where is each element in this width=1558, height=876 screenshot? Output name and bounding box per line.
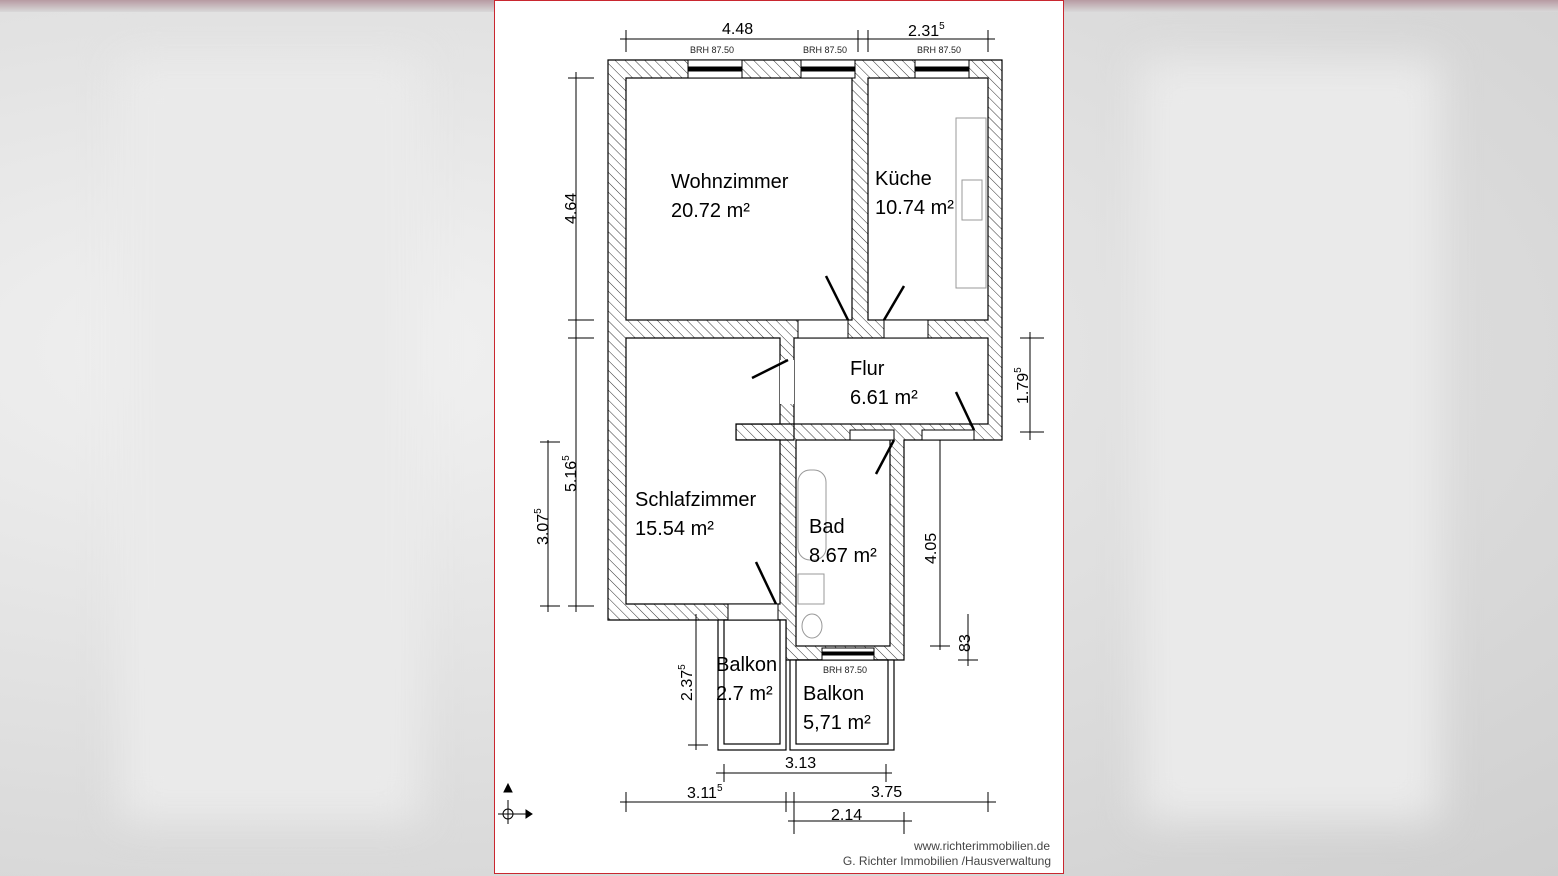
- room-name-balkon-2: Balkon: [803, 683, 864, 705]
- credit-company: G. Richter Immobilien /Hausverwaltung: [843, 854, 1051, 868]
- dimension-bottom-inner: 2.14: [831, 807, 862, 824]
- doors: [751, 275, 976, 605]
- dimension-balcony-width: 3.13: [785, 755, 816, 772]
- room-area-bad: 8.67 m²: [809, 545, 877, 567]
- dimension-left-inner: 3.075: [533, 508, 552, 545]
- dimension-bottom-left: 3.115: [687, 783, 723, 802]
- dimension-bottom-right: 3.75: [871, 784, 902, 801]
- window-label: BRH 87.50: [823, 665, 867, 675]
- window-label: BRH 87.50: [917, 45, 961, 55]
- room-name-schlafzimmer: Schlafzimmer: [635, 489, 756, 511]
- dimension-balcony-left: 2.375: [677, 664, 696, 701]
- dimension-left-lower: 5.165: [561, 455, 580, 492]
- dimension-right-bad: 4.05: [923, 533, 940, 564]
- room-name-flur: Flur: [850, 358, 885, 380]
- room-area-kueche: 10.74 m²: [875, 197, 954, 219]
- room-name-bad: Bad: [809, 516, 845, 538]
- north-arrow-icon: [498, 782, 533, 824]
- dimension-lines: [540, 30, 1044, 834]
- window-label: BRH 87.50: [803, 45, 847, 55]
- dimension-top-left: 4.48: [722, 21, 753, 38]
- blurred-background-right: [1140, 60, 1440, 820]
- window-label: BRH 87.50: [690, 45, 734, 55]
- room-name-balkon-1: Balkon: [716, 654, 777, 676]
- dimension-right-small: 83: [957, 634, 974, 652]
- blurred-background-left: [120, 60, 420, 820]
- room-area-balkon-2: 5,71 m²: [803, 712, 871, 734]
- dimension-right-flur: 1.795: [1013, 367, 1032, 404]
- room-name-kueche: Küche: [875, 168, 932, 190]
- room-area-wohnzimmer: 20.72 m²: [671, 200, 750, 222]
- room-area-schlafzimmer: 15.54 m²: [635, 518, 714, 540]
- fixtures: [797, 117, 987, 639]
- windows: [687, 59, 975, 661]
- dimension-top-right: 2.315: [908, 21, 945, 40]
- room-area-flur: 6.61 m²: [850, 387, 918, 409]
- room-area-balkon-1: 2.7 m²: [716, 683, 773, 705]
- dimension-left-upper: 4.64: [563, 193, 580, 224]
- credit-url: www.richterimmobilien.de: [913, 839, 1050, 853]
- room-name-wohnzimmer: Wohnzimmer: [671, 171, 789, 193]
- walls: [607, 59, 1003, 751]
